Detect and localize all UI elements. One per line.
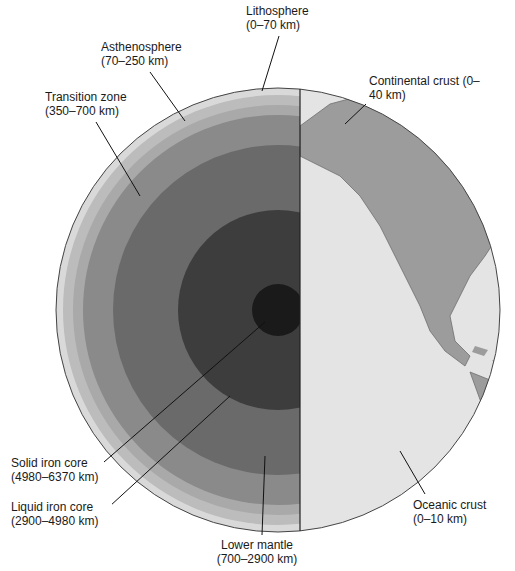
layer-label: Liquid iron core (2900–4980 km) [10, 500, 112, 528]
cut-line [299, 89, 300, 531]
layer-label: Continental crust (0–40 km) [368, 74, 490, 102]
solid-core-layer [252, 284, 300, 336]
globe-outline [56, 88, 500, 532]
leader-line [96, 122, 140, 196]
leader-line [345, 104, 366, 124]
leader-line [262, 36, 279, 91]
layer-label: Lower mantle (700–2900 km) [210, 538, 304, 566]
upper-mantle-layer [73, 105, 300, 515]
ocean-surface [300, 88, 500, 532]
layer-label: Lithosphere (0–70 km) [245, 4, 329, 32]
transition-zone-layer [83, 115, 300, 505]
layer-label: Solid iron core (4980–6370 km) [10, 456, 104, 484]
leader-line [104, 322, 265, 462]
layer-label: Transition zone (350–700 km) [44, 90, 156, 118]
lower-mantle-layer [113, 145, 300, 475]
layer-label: Asthenosphere (70–250 km) [100, 40, 202, 68]
layer-label: Oceanic crust (0–10 km) [412, 498, 504, 526]
leader-line [262, 456, 265, 535]
leader-line [110, 396, 230, 506]
liquid-core-layer [178, 210, 300, 410]
north-america [300, 96, 498, 366]
islands [472, 346, 500, 366]
leader-line [400, 451, 425, 494]
